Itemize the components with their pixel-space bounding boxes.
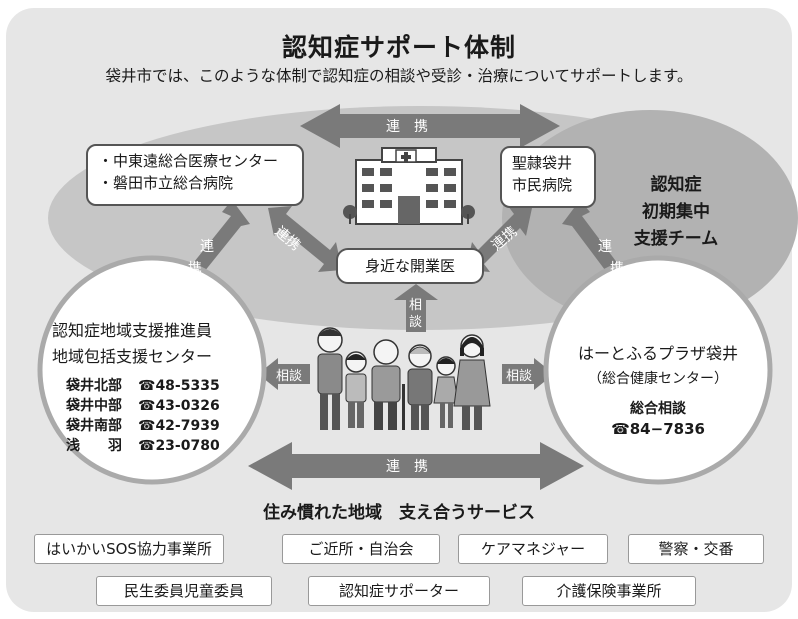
- phone-number: ☎48-5335: [138, 378, 220, 394]
- phone-area: 袋井北部: [66, 378, 122, 394]
- phone-number: ☎42-7939: [138, 418, 220, 434]
- initial-team-line-1: 認知症: [650, 175, 702, 195]
- top-left-line-1: ・中東遠総合医療センター: [98, 152, 279, 170]
- community-heading: 住み慣れた地域 支え合うサービス: [263, 503, 535, 523]
- top-left-hospitals-box: ・中東遠総合医療センター ・磐田市立総合病院: [86, 144, 304, 206]
- right-circle: [543, 255, 773, 485]
- top-right-line-2: 市民病院: [512, 176, 573, 194]
- hospital-icon: [343, 147, 475, 225]
- arrow-center-up-label-2: 談: [409, 315, 423, 330]
- arrow-bottom-label: 連 携: [386, 459, 428, 475]
- arrow-center-up: [394, 284, 438, 332]
- phone-row: 袋井中部 ☎43-0326: [66, 396, 220, 416]
- initial-team-line-3: 支援チーム: [633, 229, 719, 249]
- arrow-right-consult-label: 相談: [506, 369, 533, 384]
- phone-row: 袋井南部 ☎42-7939: [66, 416, 220, 436]
- arrow-top: [300, 104, 560, 148]
- phone-area: 袋井中部: [66, 398, 122, 414]
- phone-row: 浅 羽 ☎23-0780: [66, 436, 220, 456]
- top-left-line-2: ・磐田市立総合病院: [98, 174, 234, 192]
- phone-area: 袋井南部: [66, 418, 122, 434]
- page-subtitle: 袋井市では、このような体制で認知症の相談や受診・治療についてサポートします。: [105, 67, 693, 85]
- arrow-right-vertical-label-2: 携: [610, 261, 624, 277]
- arrow-left-vertical-label-2: 携: [188, 261, 202, 277]
- right-circle-consult: 総合相談: [630, 401, 686, 417]
- left-circle: [37, 255, 267, 485]
- initial-team-line-2: 初期集中: [642, 202, 710, 222]
- phone-area: 浅 羽: [66, 438, 122, 454]
- phone-row: 袋井北部 ☎48-5335: [66, 376, 220, 396]
- arrow-right-consult: [502, 358, 554, 390]
- arrow-left-diag: [268, 206, 342, 272]
- page-title: 認知症サポート体制: [281, 33, 516, 62]
- right-circle-sub: （総合健康センター）: [588, 371, 728, 387]
- left-circle-heading: 認知症地域支援推進員 地域包括支援センター: [52, 318, 212, 370]
- left-circle-phones: 袋井北部 ☎48-5335 袋井中部 ☎43-0326 袋井南部 ☎42-7939 浅…: [66, 376, 220, 456]
- arrow-center-up-label-1: 相: [409, 298, 423, 313]
- left-circle-line-1: 認知症地域支援推進員: [52, 321, 213, 340]
- right-circle-name: はーとふるプラザ袋井: [577, 344, 738, 363]
- clinic-box: 身近な開業医: [336, 248, 484, 284]
- service-care-facility: 介護保険事業所: [522, 576, 696, 606]
- arrow-top-label: 連 携: [386, 119, 428, 135]
- arrow-left-vertical-label-1: 連: [200, 239, 214, 255]
- phone-number: ☎43-0326: [138, 398, 220, 414]
- service-welfare-commissioner: 民生委員児童委員: [96, 576, 272, 606]
- right-circle-phone: ☎84−7836: [611, 420, 705, 438]
- service-neighborhood: ご近所・自治会: [282, 534, 440, 564]
- phone-number: ☎23-0780: [138, 438, 220, 454]
- service-police: 警察・交番: [628, 534, 764, 564]
- arrow-left-consult: [258, 358, 310, 390]
- service-dementia-supporter: 認知症サポーター: [308, 576, 490, 606]
- service-care-manager: ケアマネジャー: [458, 534, 608, 564]
- initial-team-label: 認知症 初期集中 支援チーム: [620, 172, 732, 253]
- top-right-line-1: 聖隷袋井: [512, 154, 573, 172]
- arrow-bottom: [248, 442, 584, 490]
- top-right-hospital-box: 聖隷袋井 市民病院: [500, 146, 596, 208]
- family-illustration: [317, 327, 491, 430]
- arrow-right-vertical-label-1: 連: [598, 239, 612, 255]
- service-sos: はいかいSOS協力事業所: [34, 534, 224, 564]
- arrow-left-consult-label: 相談: [276, 369, 303, 384]
- left-circle-line-2: 地域包括支援センター: [52, 347, 213, 366]
